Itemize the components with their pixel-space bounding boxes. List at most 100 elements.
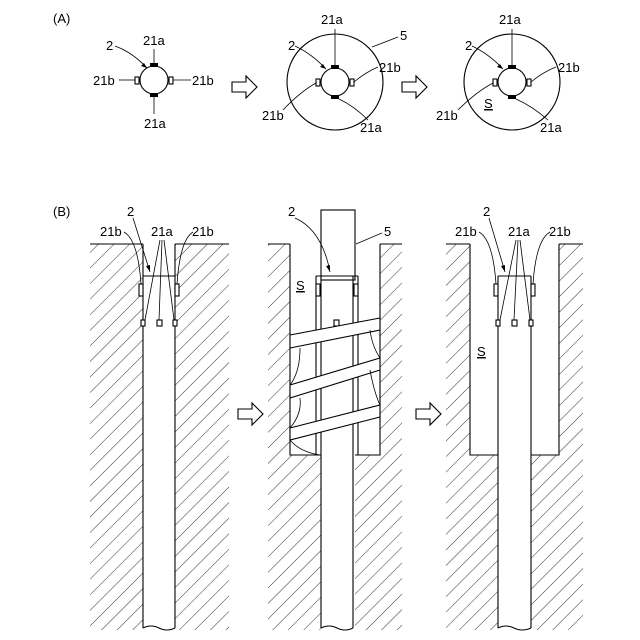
step-arrow-icon bbox=[416, 403, 441, 425]
label-21b-right: 21b bbox=[192, 224, 214, 239]
panel-a-section-2: 21a 2 5 21b 21b 21a bbox=[262, 12, 407, 135]
label-2: 2 bbox=[483, 204, 490, 219]
label-S: S bbox=[296, 278, 305, 293]
pile-break bbox=[498, 626, 531, 630]
leader-2 bbox=[115, 46, 147, 68]
leader-21b-right bbox=[533, 232, 550, 284]
soil-left bbox=[268, 244, 290, 630]
auger-flight-edge-4 bbox=[370, 370, 380, 405]
label-5: 5 bbox=[384, 224, 391, 239]
rib-21b-left bbox=[493, 79, 497, 86]
step-arrow-icon bbox=[402, 76, 427, 98]
auger-rod bbox=[321, 210, 355, 280]
label-21a: 21a bbox=[508, 224, 530, 239]
rib-21b-right bbox=[175, 284, 179, 296]
label-21b-right: 21b bbox=[549, 224, 571, 239]
leader-21a-1 bbox=[500, 240, 516, 320]
label-21a-top: 21a bbox=[321, 12, 343, 27]
label-2: 2 bbox=[106, 38, 113, 53]
label-21a-bottom: 21a bbox=[540, 120, 562, 135]
label-2: 2 bbox=[127, 204, 134, 219]
pile-section bbox=[140, 66, 168, 94]
rib-21a-top bbox=[150, 63, 158, 67]
pile-section bbox=[321, 68, 349, 96]
label-S: S bbox=[477, 344, 486, 359]
rib-21a-lower-right bbox=[529, 320, 533, 326]
panel-b-stage-2: 2 5 S bbox=[268, 204, 402, 630]
panel-b-label: (B) bbox=[53, 204, 70, 219]
label-21b-left: 21b bbox=[455, 224, 477, 239]
rib-21b-left bbox=[139, 284, 143, 296]
label-21b-right: 21b bbox=[192, 73, 214, 88]
label-21b-right: 21b bbox=[379, 60, 401, 75]
leader-21a-3 bbox=[520, 240, 530, 320]
rib-21a-lower-left bbox=[141, 320, 145, 326]
rib-21a-lower-mid bbox=[157, 320, 162, 326]
label-2: 2 bbox=[288, 38, 295, 53]
leader-2-arrowhead bbox=[497, 64, 503, 69]
rib-21a-top bbox=[508, 65, 516, 69]
leader-5 bbox=[356, 233, 382, 244]
rib-21a-bottom bbox=[331, 95, 339, 99]
leader-2-arrowhead bbox=[141, 63, 147, 68]
rib-21a-lower-right bbox=[173, 320, 177, 326]
bore-wall-right bbox=[355, 244, 380, 455]
soil-bottom-right bbox=[355, 455, 380, 630]
soil-left bbox=[446, 244, 470, 630]
leader-21b-left bbox=[479, 232, 496, 284]
label-2: 2 bbox=[288, 204, 295, 219]
leader-21b-right bbox=[354, 67, 378, 82]
leader-2 bbox=[489, 218, 505, 272]
label-21a-top: 21a bbox=[499, 12, 521, 27]
leader-21b-right bbox=[531, 67, 556, 82]
label-21a-bottom: 21a bbox=[144, 116, 166, 131]
soil-bottom-left bbox=[470, 455, 498, 630]
label-21b-left: 21b bbox=[436, 108, 458, 123]
rib-21a-bottom bbox=[508, 95, 516, 99]
auger-flight-2 bbox=[290, 358, 380, 398]
leader-21a-2 bbox=[514, 240, 518, 320]
rib-21a-lower-left bbox=[496, 320, 500, 326]
panel-a-section-1: 2 21a 21b 21b 21a bbox=[93, 33, 214, 131]
panel-a-label: (A) bbox=[53, 11, 70, 26]
soil-right bbox=[175, 244, 229, 630]
soil-right bbox=[559, 244, 583, 630]
auger-flight-edge-3 bbox=[290, 398, 300, 428]
leader-21a-bottom bbox=[516, 99, 548, 120]
soil-left bbox=[90, 244, 143, 630]
label-21b-right: 21b bbox=[558, 60, 580, 75]
rib-21a-lower bbox=[334, 320, 339, 326]
auger-flight-3 bbox=[290, 405, 380, 440]
leader-2-arrowhead bbox=[501, 265, 505, 272]
leader-2-arrowhead bbox=[146, 265, 150, 272]
pile-body-fill bbox=[143, 276, 175, 628]
label-5: 5 bbox=[400, 28, 407, 43]
rib-21a-bottom bbox=[150, 93, 158, 97]
leader-2-arrowhead bbox=[320, 64, 326, 69]
rib-21b-left bbox=[135, 77, 139, 84]
rib-21b-right bbox=[527, 79, 531, 86]
leader-5 bbox=[372, 37, 398, 47]
rib-21b-right bbox=[531, 284, 535, 296]
leader-21a-bottom bbox=[339, 99, 368, 120]
label-21b-left: 21b bbox=[93, 73, 115, 88]
auger-flights bbox=[290, 318, 380, 455]
soil-bottom-left bbox=[290, 455, 321, 630]
bore-wall-right bbox=[531, 244, 559, 455]
label-21a-bottom: 21a bbox=[360, 120, 382, 135]
panel-b-stage-3: 2 21b 21a 21b S bbox=[446, 204, 583, 630]
step-arrow-icon bbox=[238, 403, 263, 425]
rib-21b-left bbox=[316, 79, 320, 86]
label-S: S bbox=[484, 96, 493, 111]
rib-21b-right bbox=[169, 77, 173, 84]
label-21a: 21a bbox=[151, 224, 173, 239]
soil-right bbox=[380, 244, 402, 630]
rib-21a-top bbox=[331, 65, 339, 69]
pile-section bbox=[498, 68, 526, 96]
label-21b-left: 21b bbox=[262, 108, 284, 123]
leader-21b-left bbox=[283, 83, 316, 110]
soil-bottom-right bbox=[531, 455, 559, 630]
label-2: 2 bbox=[465, 38, 472, 53]
auger-flight-edge-2 bbox=[370, 330, 380, 358]
